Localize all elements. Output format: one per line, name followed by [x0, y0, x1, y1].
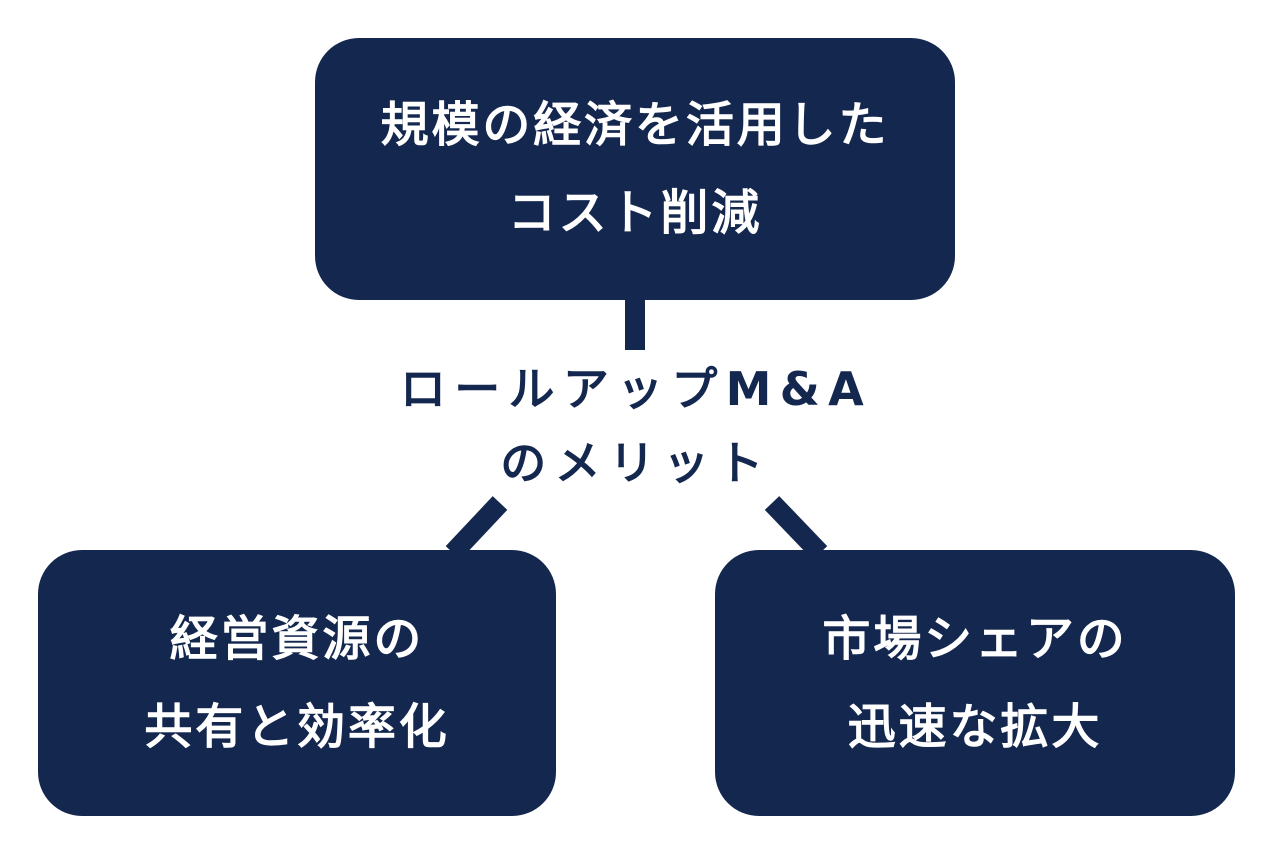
- benefit-box-resource-sharing: 経営資源の 共有と効率化: [38, 550, 556, 816]
- benefit-box-resource-sharing-line1: 経営資源の: [169, 611, 425, 667]
- benefit-box-market-share-line1: 市場シェアの: [822, 611, 1128, 667]
- center-label-line1: ロールアップM&A: [399, 362, 872, 416]
- center-label-line2: のメリット: [500, 436, 772, 490]
- benefit-box-cost-reduction-line2: コスト削減: [507, 185, 763, 241]
- benefit-box-market-share: 市場シェアの 迅速な拡大: [715, 550, 1235, 816]
- benefit-box-cost-reduction: 規模の経済を活用した コスト削減: [315, 38, 955, 300]
- benefit-box-market-share-line2: 迅速な拡大: [847, 699, 1103, 755]
- benefit-box-resource-sharing-line2: 共有と効率化: [144, 699, 450, 755]
- connector-right-diagonal: [764, 496, 828, 560]
- connector-left-diagonal: [445, 496, 508, 560]
- center-label: ロールアップM&A のメリット: [0, 352, 1272, 500]
- benefit-box-cost-reduction-line1: 規模の経済を活用した: [380, 97, 890, 153]
